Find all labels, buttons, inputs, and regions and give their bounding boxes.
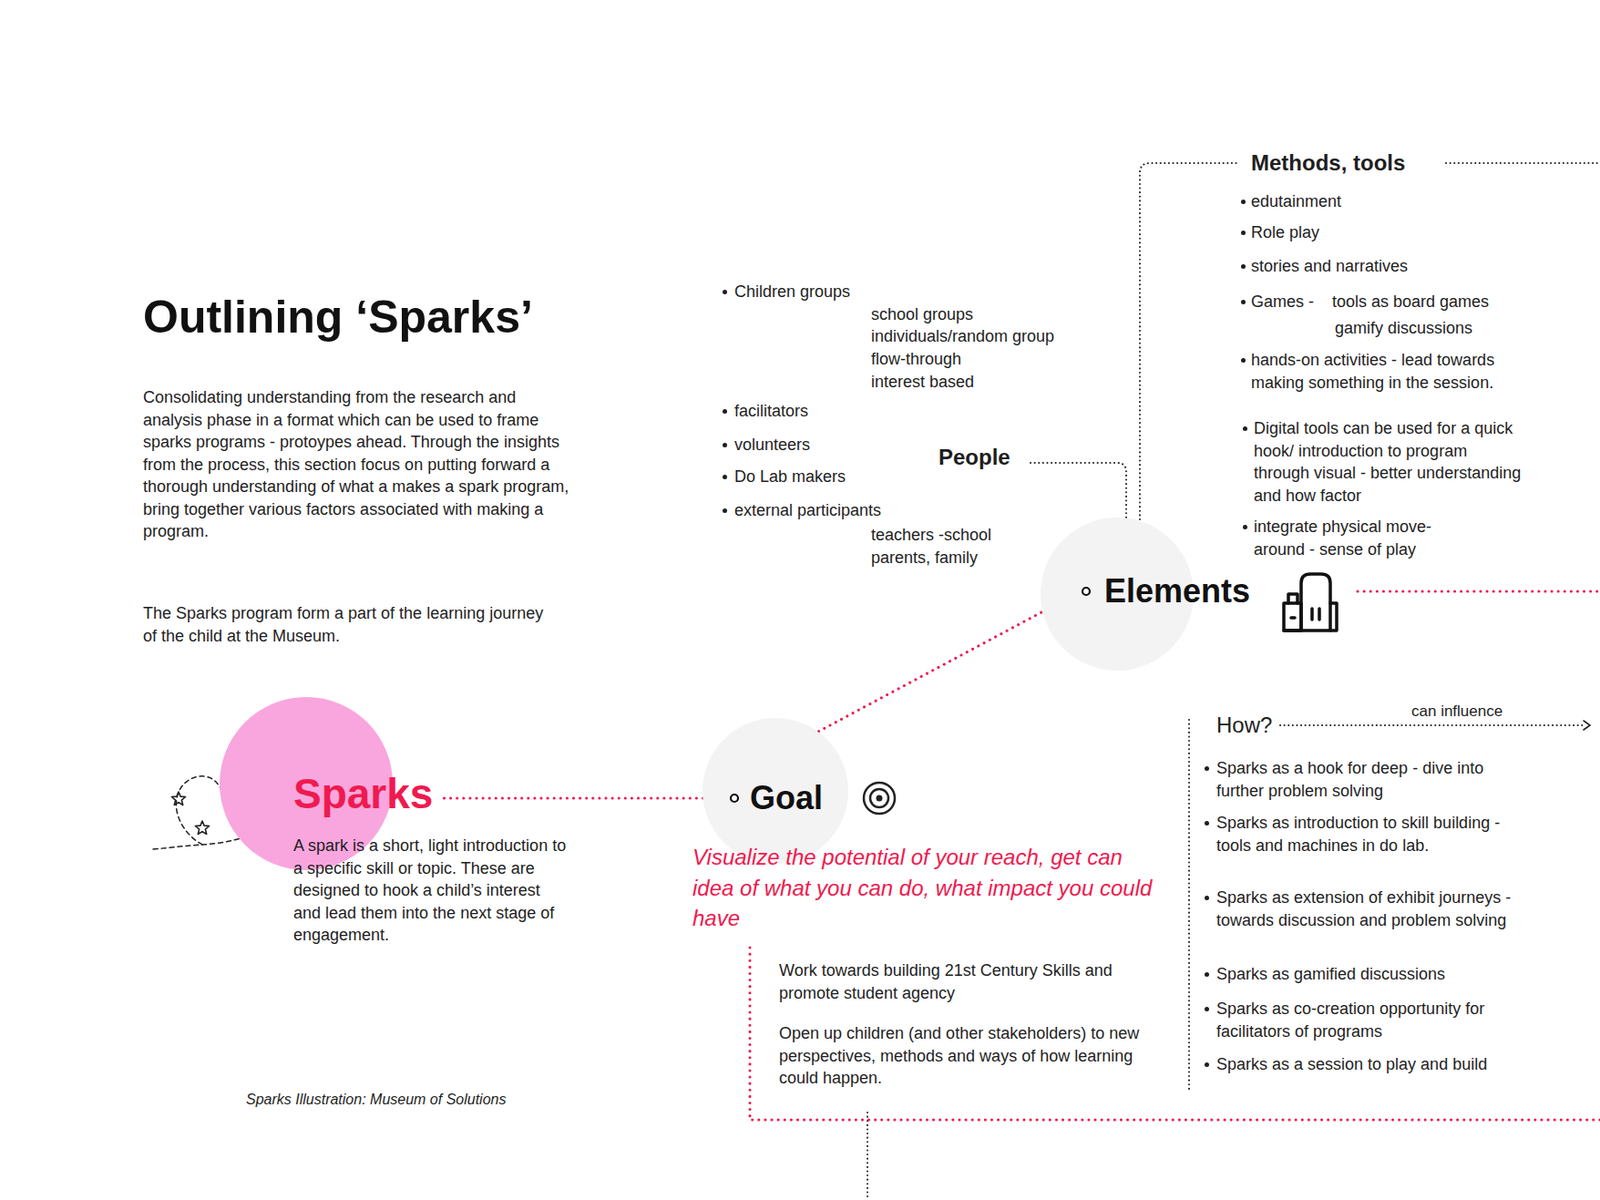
group-heading: Methods, tools [1251,149,1406,177]
label-text: flow-through [871,348,962,371]
dotted-connector [443,797,729,800]
bullet-dot [722,289,728,295]
label-text: individuals/random group [871,325,1055,349]
label-text: Sparks as gamified discussions [1216,963,1518,986]
bullet-dot [1241,358,1246,363]
label-text: Sparks as extension of exhibit journeys … [1216,886,1518,932]
bullet-dot [1204,820,1210,826]
topic-circle: Sparks A spark is a short, light introduc… [219,697,569,947]
dotted-leader [1188,719,1190,1090]
bullet-dot [1241,299,1246,305]
label-text: integrate physical move-around - sense o… [1253,515,1482,561]
target-icon [870,789,889,808]
node-heading: Elements [1104,569,1251,614]
bullet-dot [1241,230,1246,236]
label-text: Digital tools can be used for a quick ho… [1253,417,1528,507]
circle-shape [702,717,849,864]
bullet-dot [1204,972,1210,977]
label-text: edutainment [1251,190,1342,214]
topic-circle: Goal [728,774,826,822]
bullet-dot [722,442,728,448]
red-dotted-line [1357,590,1600,594]
label-text: The Sparks program form a part of the le… [143,602,544,647]
label-text: volunteers [734,433,811,457]
red-dotted-line [749,947,1600,1120]
goal-statement: Visualize the potential of your reach, g… [692,841,1167,934]
label-text: parents, family [871,546,978,570]
label-text: Sparks as a hook for deep - dive into fu… [1216,757,1518,802]
group-heading: How? [1216,711,1272,739]
label-text: teachers -school [871,523,992,547]
bullet-dot [1241,264,1246,269]
bullet-dot [1204,895,1210,901]
target-icon [863,782,895,814]
label-text: Work towards building 21st Century Skill… [779,959,1171,1005]
connector-dot [730,794,739,802]
dotted-leader [1139,163,1241,562]
dotted-leader [866,1112,869,1200]
bullet-dot [1242,426,1248,431]
label-text: gamify discussions [1334,317,1473,340]
label-text: Sparks as co-creation opportunity for fa… [1216,997,1518,1043]
star-icon [171,791,185,806]
bullet-dot [722,409,728,414]
bullet-dot [1204,1006,1210,1012]
label-text: Children groups [734,280,851,304]
label-text: Sparks as a session to play and build [1216,1053,1518,1077]
label-text: facilitators [734,400,809,423]
label-text: Open up children (and other stakeholders… [779,1022,1171,1090]
bullet-dot [1204,766,1210,771]
caption: Sparks Illustration: Museum of Solutions [246,1089,506,1110]
dotted-leader [1280,724,1584,727]
bullet-dot [722,508,728,513]
connector-dot [1082,587,1090,595]
bullet-dot [1241,199,1246,205]
label-text: external participants [734,499,882,523]
bullet-dot [1204,1062,1210,1067]
label-text: tools as board games [1332,290,1489,314]
label-text: Consolidating understanding from the res… [143,386,572,544]
label-text: Games - [1251,290,1314,314]
node-body: A spark is a short, light introduction t… [293,834,567,947]
label-text: interest based [871,370,975,394]
label-text: Do Lab makers [734,465,846,489]
bullet-dot [1242,524,1248,530]
topic-circle: Elements [1080,569,1253,614]
arrow-head [1583,720,1590,730]
line-label: can influence [1411,701,1503,722]
node-heading: Goal [749,774,823,822]
connector-dot [1080,585,1092,597]
node-heading: Sparks [293,768,433,820]
connector-dot [728,792,740,804]
blocks-icon [1283,574,1337,631]
label-text: Sparks as introduction to skill building… [1216,811,1518,857]
star-icon [194,820,209,835]
dotted-leader [1446,162,1600,165]
group-heading: People [938,443,1011,472]
page-title: Outlining ‘Sparks’ [143,289,534,345]
label-text: hands-on activities - lead towards makin… [1251,348,1511,394]
label-text: Role play [1251,221,1320,245]
label-text: stories and narratives [1251,255,1408,278]
label-text: school groups [871,303,974,327]
bullet-dot [722,474,728,480]
target-icon [876,795,883,802]
